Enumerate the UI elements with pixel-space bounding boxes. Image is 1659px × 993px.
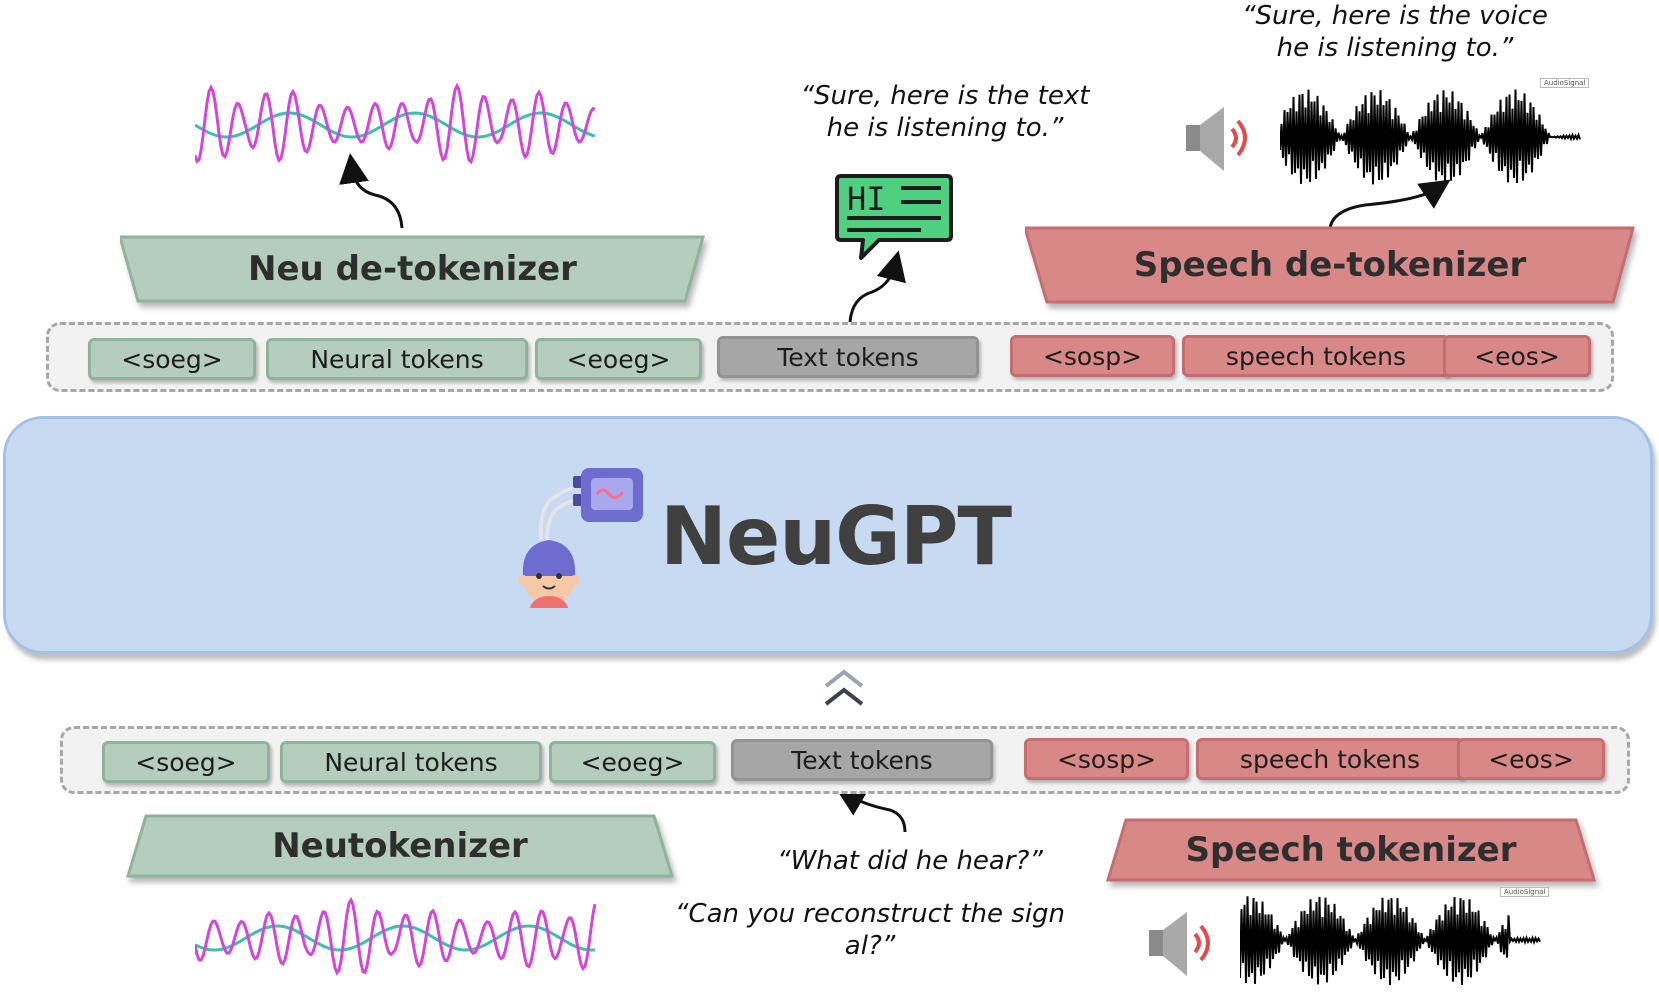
neutokenizer-label: Neutokenizer [272, 826, 528, 866]
question-hear-quote: “What did he hear?” [777, 846, 1043, 876]
text-output-quote: “Sure, here is the text he is listening … [800, 81, 1090, 143]
neugpt-title: NeuGPT [660, 490, 1012, 583]
output-token-text: Text tokens [717, 336, 979, 378]
arrow-text-out [848, 250, 906, 323]
output-token-eos: <eos> [1443, 335, 1591, 377]
neural-wave-icon [195, 82, 596, 165]
speech-detokenizer-label: Speech de-tokenizer [1133, 245, 1527, 285]
input-token-eos: <eos> [1457, 738, 1605, 780]
input-token-eoeg: <eoeg> [549, 741, 716, 783]
audio-legend-input: AudioSignal [1500, 887, 1550, 897]
neural-wave-icon-input [195, 896, 597, 976]
audio-waveform-icon [1280, 89, 1581, 185]
neugpt-model-block [3, 416, 1653, 654]
svg-text:HI: HI [847, 180, 886, 218]
arrow-neu-detok [339, 153, 404, 229]
input-token-soeg: <soeg> [102, 741, 270, 783]
neu-detokenizer-label: Neu de-tokenizer [248, 249, 577, 289]
chat-bubble-icon: HI [835, 174, 953, 260]
eeg-user-icon [518, 468, 643, 608]
neu-detokenizer-block: Neu de-tokenizer [120, 235, 705, 303]
audio-waveform-icon-input [1240, 896, 1541, 986]
audio-legend: AudioSignal [1540, 78, 1590, 88]
input-token-sosp: <sosp> [1024, 738, 1189, 780]
input-token-neural: Neural tokens [280, 741, 542, 783]
output-token-speech: speech tokens [1182, 335, 1450, 377]
output-token-eoeg: <eoeg> [535, 338, 702, 380]
output-token-neural: Neural tokens [266, 338, 528, 380]
neutokenizer-block: Neutokenizer [126, 814, 674, 878]
question-reconstruct-quote: “Can you reconstruct the sign al?” [674, 899, 1066, 961]
input-token-text: Text tokens [731, 739, 993, 781]
speaker-icon-input [1149, 912, 1210, 976]
double-chevron-up-icon [824, 669, 864, 706]
speaker-icon [1186, 107, 1247, 171]
speech-tokenizer-label: Speech tokenizer [1185, 830, 1517, 870]
voice-output-quote: “Sure, here is the voice he is listening… [1242, 1, 1548, 63]
speech-detokenizer-block: Speech de-tokenizer [1025, 226, 1635, 304]
arrow-text-in [835, 787, 907, 833]
input-token-speech: speech tokens [1196, 738, 1464, 780]
speech-tokenizer-block: Speech tokenizer [1106, 818, 1596, 882]
output-token-soeg: <soeg> [88, 338, 256, 380]
output-token-sosp: <sosp> [1010, 335, 1175, 377]
arrow-speech-detok [1328, 179, 1451, 229]
